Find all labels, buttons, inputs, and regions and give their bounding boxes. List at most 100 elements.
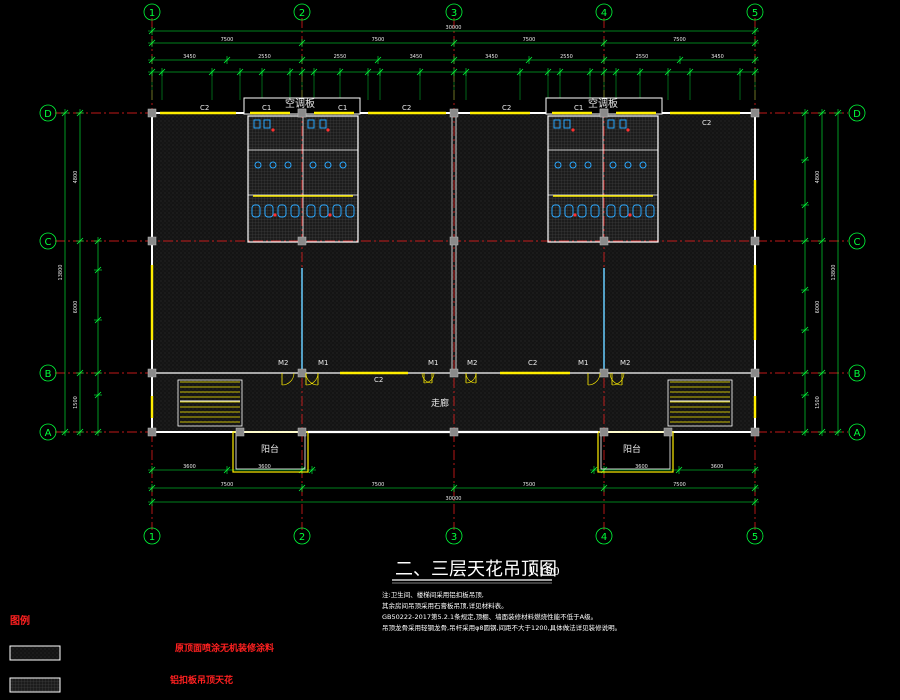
- axis-bubble-label: 5: [752, 532, 758, 543]
- dimension-slash: [525, 56, 533, 64]
- ac-panel-label-right: 空调板: [588, 97, 618, 110]
- axis-bubble: [143, 3, 161, 21]
- door-swing: [305, 372, 319, 386]
- note-line: GB50222-2017第5.2.1条规定,顶棚、墙面装修材料燃烧性能不低于A级…: [382, 612, 597, 621]
- door-tag: M2: [467, 359, 478, 367]
- ceiling-hatch-layer: [152, 113, 755, 432]
- axis-bubble: [445, 3, 463, 21]
- dimension-slash: [450, 39, 458, 47]
- window-tag: C2: [502, 104, 511, 112]
- toilet-fixture: [319, 204, 329, 218]
- structural-column: [449, 427, 459, 437]
- dimension-slash: [76, 369, 84, 377]
- dimension-slash: [834, 109, 842, 117]
- sink-fixture: [554, 161, 562, 169]
- sink-fixture: [269, 161, 277, 169]
- structural-column: [599, 368, 609, 378]
- dimension-slash: [76, 428, 84, 436]
- toilet-fixture: [551, 204, 561, 218]
- dimension-label: 2550: [560, 54, 573, 60]
- structural-column: [235, 427, 245, 437]
- structural-column: [297, 108, 307, 118]
- sink-fixture: [584, 161, 592, 169]
- door-swing: [609, 372, 623, 386]
- door-swing: [587, 372, 601, 386]
- dimension-label: 3450: [410, 54, 423, 60]
- urinal-fixture: [263, 119, 271, 129]
- toilet-fixture: [290, 204, 300, 218]
- urinal-fixture: [319, 119, 327, 129]
- note-line: 其余房间吊顶采用石膏板吊顶,详见材料表。: [382, 601, 508, 610]
- structural-column: [599, 236, 609, 246]
- door-swing: [611, 372, 625, 386]
- legend-swatch-aluminum: [9, 677, 61, 693]
- door-swing: [465, 372, 477, 384]
- structural-column: [147, 368, 157, 378]
- dimension-label: 2550: [258, 54, 271, 60]
- dimension-label: 3450: [183, 54, 196, 60]
- light-fixture: [573, 213, 577, 217]
- dimension-slash: [94, 391, 102, 399]
- axis-bubble: [848, 104, 866, 122]
- structural-column: [750, 236, 760, 246]
- dimension-label: 13800: [831, 265, 837, 281]
- structural-column: [147, 236, 157, 246]
- balcony-label-left: 阳台: [261, 443, 279, 455]
- axis-bubble-label: D: [853, 109, 861, 120]
- structural-column: [449, 236, 459, 246]
- dimension-label: 6000: [73, 301, 79, 314]
- dimension-slash: [148, 498, 156, 506]
- dimension-label: 1500: [73, 396, 79, 409]
- light-fixture: [273, 213, 277, 217]
- axis-bubble: [595, 527, 613, 545]
- structural-column: [147, 108, 157, 118]
- dimension-label: 7500: [221, 37, 234, 43]
- axis-bubble: [848, 232, 866, 250]
- dimension-label: 3600: [258, 464, 271, 470]
- dimension-slash: [148, 484, 156, 492]
- axis-bubble: [39, 364, 57, 382]
- ceiling-hatch: [152, 113, 755, 432]
- toilet-fixture: [251, 204, 261, 218]
- dimension-slash: [94, 237, 102, 245]
- axis-bubble: [39, 423, 57, 441]
- dimension-slash: [298, 484, 306, 492]
- dimension-slash: [148, 39, 156, 47]
- structural-column: [449, 108, 459, 118]
- axis-bubble: [848, 423, 866, 441]
- axis-bubble: [293, 3, 311, 21]
- dimension-label: 7500: [523, 482, 536, 488]
- structural-column: [750, 108, 760, 118]
- dimension-slash: [450, 484, 458, 492]
- stair-treads-right: [667, 379, 733, 427]
- axis-bubble-label: D: [44, 109, 52, 120]
- window-tag: C1: [262, 104, 271, 112]
- sink-fixture: [569, 161, 577, 169]
- dimension-slash: [308, 466, 316, 474]
- dimension-slash: [148, 27, 156, 35]
- toilet-fixture: [264, 204, 274, 218]
- door-swing: [423, 372, 435, 384]
- dimension-slash: [148, 466, 156, 474]
- dimension-slash: [818, 428, 826, 436]
- ac-panel-label-left: 空调板: [285, 97, 315, 110]
- light-fixture: [271, 128, 275, 132]
- note-line: 吊顶龙骨采用轻钢龙骨,吊杆采用φ8圆钢,间距不大于1200,具体做法详见装修说明…: [382, 623, 621, 632]
- note-line: 注:卫生间、楼梯间采用铝扣板吊顶,: [382, 590, 484, 599]
- dimension-slash: [590, 466, 598, 474]
- window-tag: C2: [702, 119, 711, 127]
- dimension-slash: [801, 109, 809, 117]
- dimension-slash: [751, 498, 759, 506]
- dimension-label: 3600: [711, 464, 724, 470]
- dimension-slash: [801, 369, 809, 377]
- toilet-fixture: [577, 204, 587, 218]
- toilet-fixture: [332, 204, 342, 218]
- door-tag: M2: [620, 359, 631, 367]
- axis-bubble-label: 1: [149, 532, 155, 543]
- wall-layer: [147, 97, 760, 473]
- sink-fixture: [609, 161, 617, 169]
- door-tag: M2: [278, 359, 289, 367]
- dimension-slash: [801, 237, 809, 245]
- axis-bubble-label: 4: [601, 8, 607, 19]
- dimension-label: 13800: [58, 265, 64, 281]
